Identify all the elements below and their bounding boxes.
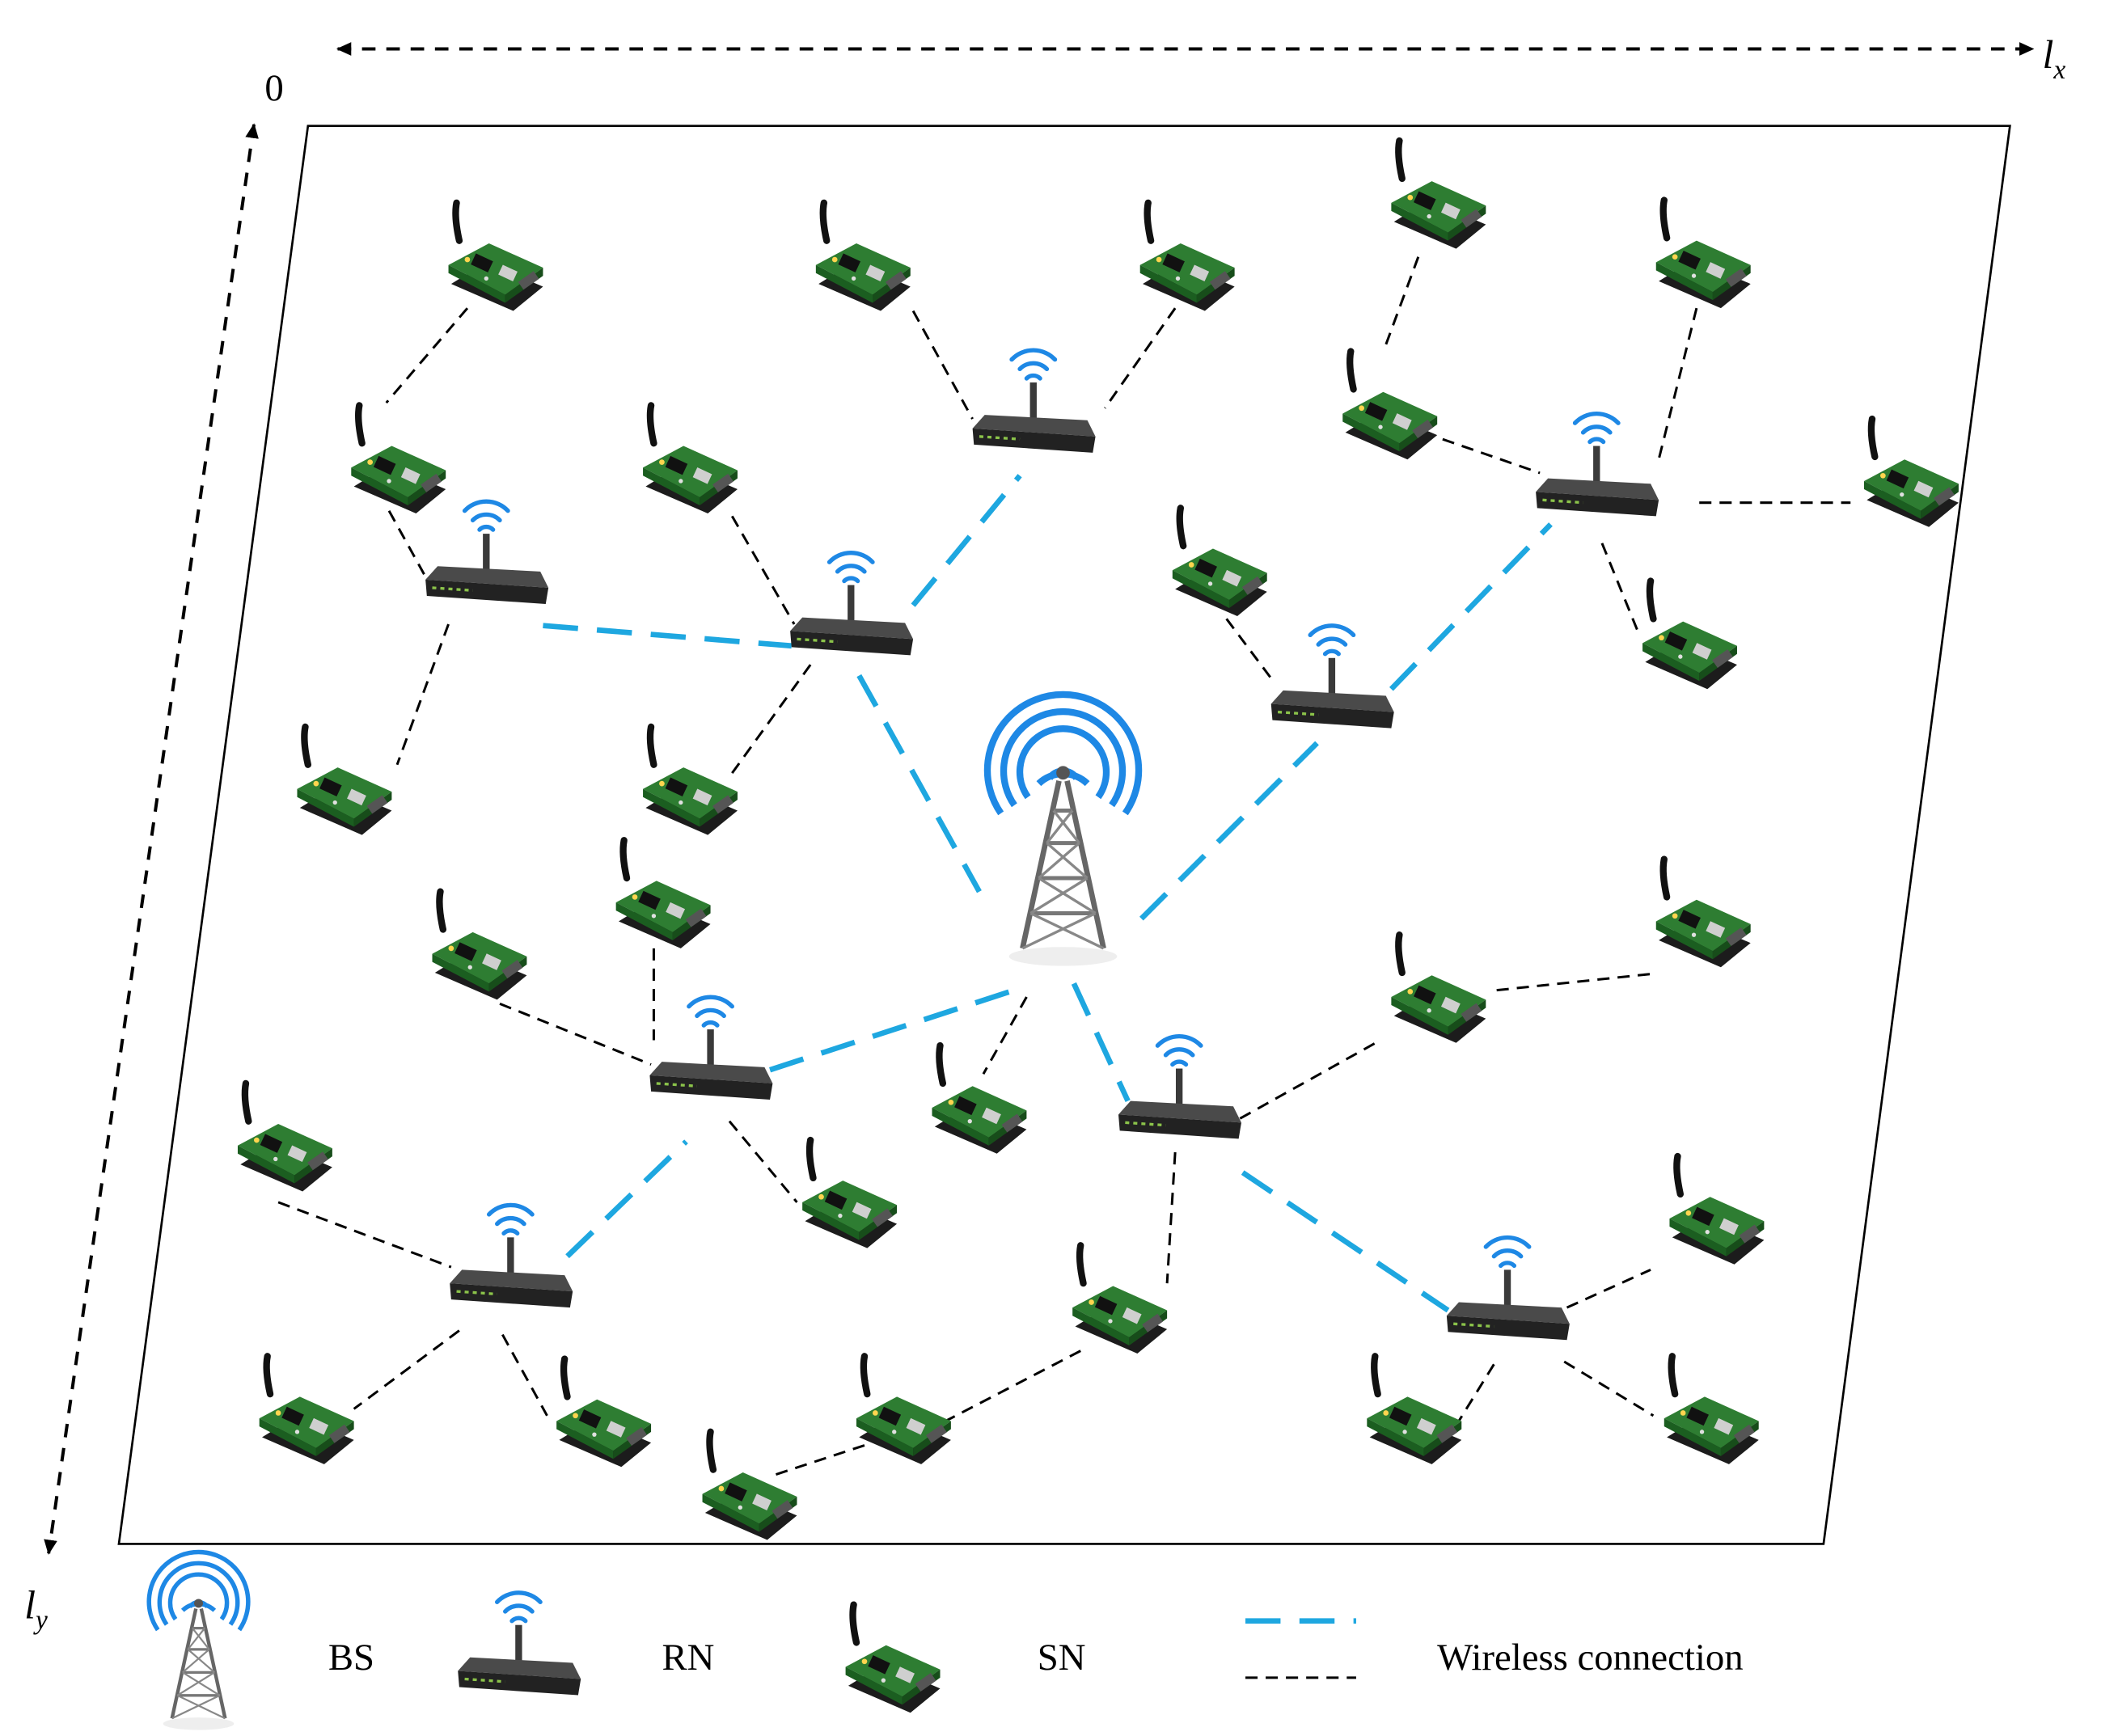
legend-rn-icon bbox=[458, 1593, 581, 1696]
access-link bbox=[499, 1002, 652, 1066]
backhaul-link bbox=[1241, 1170, 1450, 1313]
x-axis-label-sub: x bbox=[2052, 55, 2065, 85]
sensor-nodes bbox=[238, 141, 1959, 1540]
x-axis-label: lx bbox=[2042, 32, 2065, 85]
relay-node-icon bbox=[1271, 626, 1394, 729]
legend-sn-icon bbox=[846, 1605, 941, 1713]
legend-rn-label: RN bbox=[662, 1637, 714, 1679]
sensor-node-icon bbox=[643, 727, 738, 835]
access-link bbox=[1165, 1152, 1177, 1284]
access-link bbox=[1566, 1269, 1651, 1309]
access-links bbox=[277, 256, 1851, 1478]
access-link bbox=[1385, 256, 1420, 345]
sensor-node-icon bbox=[1367, 1356, 1461, 1464]
backhaul-links bbox=[543, 474, 1553, 1313]
sensor-node-icon bbox=[556, 1359, 651, 1468]
x-axis-label-main: l bbox=[2042, 32, 2053, 77]
access-link bbox=[387, 509, 425, 575]
access-link bbox=[395, 623, 450, 766]
access-link bbox=[1600, 543, 1638, 631]
access-link bbox=[945, 1350, 1081, 1422]
relay-node-icon bbox=[649, 997, 772, 1100]
sensor-node-icon bbox=[1342, 352, 1437, 460]
access-link bbox=[1457, 1363, 1495, 1422]
sensor-node-icon bbox=[816, 203, 911, 311]
relay-node-icon bbox=[1447, 1237, 1570, 1340]
sensor-node-icon bbox=[802, 1140, 897, 1248]
sensor-node-icon bbox=[449, 203, 543, 311]
access-link bbox=[1563, 1360, 1655, 1417]
sensor-node-icon bbox=[1072, 1245, 1167, 1354]
access-link bbox=[277, 1201, 452, 1269]
access-link bbox=[769, 1444, 865, 1478]
legend: BS RN SN Wireless connection bbox=[149, 1552, 1744, 1730]
access-link bbox=[728, 664, 812, 778]
sensor-node-icon bbox=[1391, 935, 1486, 1043]
backhaul-link bbox=[543, 623, 793, 649]
sensor-node-icon bbox=[1140, 203, 1235, 311]
access-link bbox=[1442, 437, 1541, 475]
access-link bbox=[1496, 973, 1651, 992]
backhaul-link bbox=[1389, 522, 1553, 691]
legend-sn-label: SN bbox=[1038, 1637, 1086, 1679]
y-axis-label-sub: y bbox=[33, 1606, 48, 1636]
base-station-icon bbox=[987, 695, 1139, 966]
origin-label: 0 bbox=[264, 67, 283, 109]
relay-node-icon bbox=[450, 1205, 573, 1307]
y-axis-arrow bbox=[44, 123, 259, 1555]
sensor-node-icon bbox=[1391, 141, 1486, 249]
sensor-node-icon bbox=[1656, 860, 1751, 968]
backhaul-link bbox=[1071, 982, 1131, 1103]
backhaul-link bbox=[911, 474, 1022, 607]
access-link bbox=[385, 307, 469, 404]
sensor-node-icon bbox=[856, 1356, 951, 1464]
sensor-node-icon bbox=[238, 1083, 332, 1192]
relay-node-icon bbox=[1118, 1037, 1241, 1139]
sensor-node-icon bbox=[1642, 581, 1737, 690]
sensor-node-icon bbox=[643, 405, 738, 513]
backhaul-link bbox=[1139, 741, 1319, 921]
sensor-node-icon bbox=[297, 727, 391, 835]
legend-link-label: Wireless connection bbox=[1437, 1637, 1743, 1679]
sensor-node-icon bbox=[932, 1045, 1026, 1154]
sensor-node-icon bbox=[616, 840, 711, 948]
sensor-node-icon bbox=[432, 892, 526, 1000]
backhaul-link bbox=[856, 674, 982, 893]
relay-node-icon bbox=[1536, 414, 1659, 517]
sensor-node-icon bbox=[351, 405, 446, 513]
relay-node-icon bbox=[973, 350, 1096, 453]
relay-node-icon bbox=[425, 501, 548, 604]
access-link bbox=[911, 310, 974, 420]
deployment-area bbox=[117, 125, 2011, 1545]
sensor-node-icon bbox=[1669, 1156, 1764, 1265]
access-link bbox=[728, 1120, 798, 1203]
relay-node-icon bbox=[790, 553, 913, 656]
relay-nodes bbox=[425, 350, 1659, 1340]
access-link bbox=[1239, 1039, 1381, 1120]
backhaul-link bbox=[565, 1139, 688, 1259]
sensor-node-icon bbox=[260, 1356, 354, 1464]
access-link bbox=[982, 996, 1028, 1075]
access-link bbox=[1225, 618, 1276, 685]
access-link bbox=[501, 1333, 548, 1417]
sensor-node-icon bbox=[1664, 1356, 1759, 1464]
sensor-node-icon bbox=[1656, 201, 1751, 309]
sensor-node-icon bbox=[1864, 419, 1959, 527]
access-link bbox=[730, 515, 796, 625]
access-link bbox=[1104, 307, 1177, 409]
backhaul-link bbox=[769, 983, 1028, 1073]
access-link bbox=[353, 1329, 460, 1410]
legend-bs-icon bbox=[149, 1552, 248, 1730]
y-axis-label-main: l bbox=[24, 1582, 36, 1627]
sensor-node-icon bbox=[703, 1432, 797, 1540]
access-link bbox=[1657, 307, 1698, 460]
y-axis-label: ly bbox=[24, 1582, 48, 1635]
legend-bs-label: BS bbox=[328, 1637, 374, 1679]
sensor-node-icon bbox=[1173, 508, 1267, 616]
